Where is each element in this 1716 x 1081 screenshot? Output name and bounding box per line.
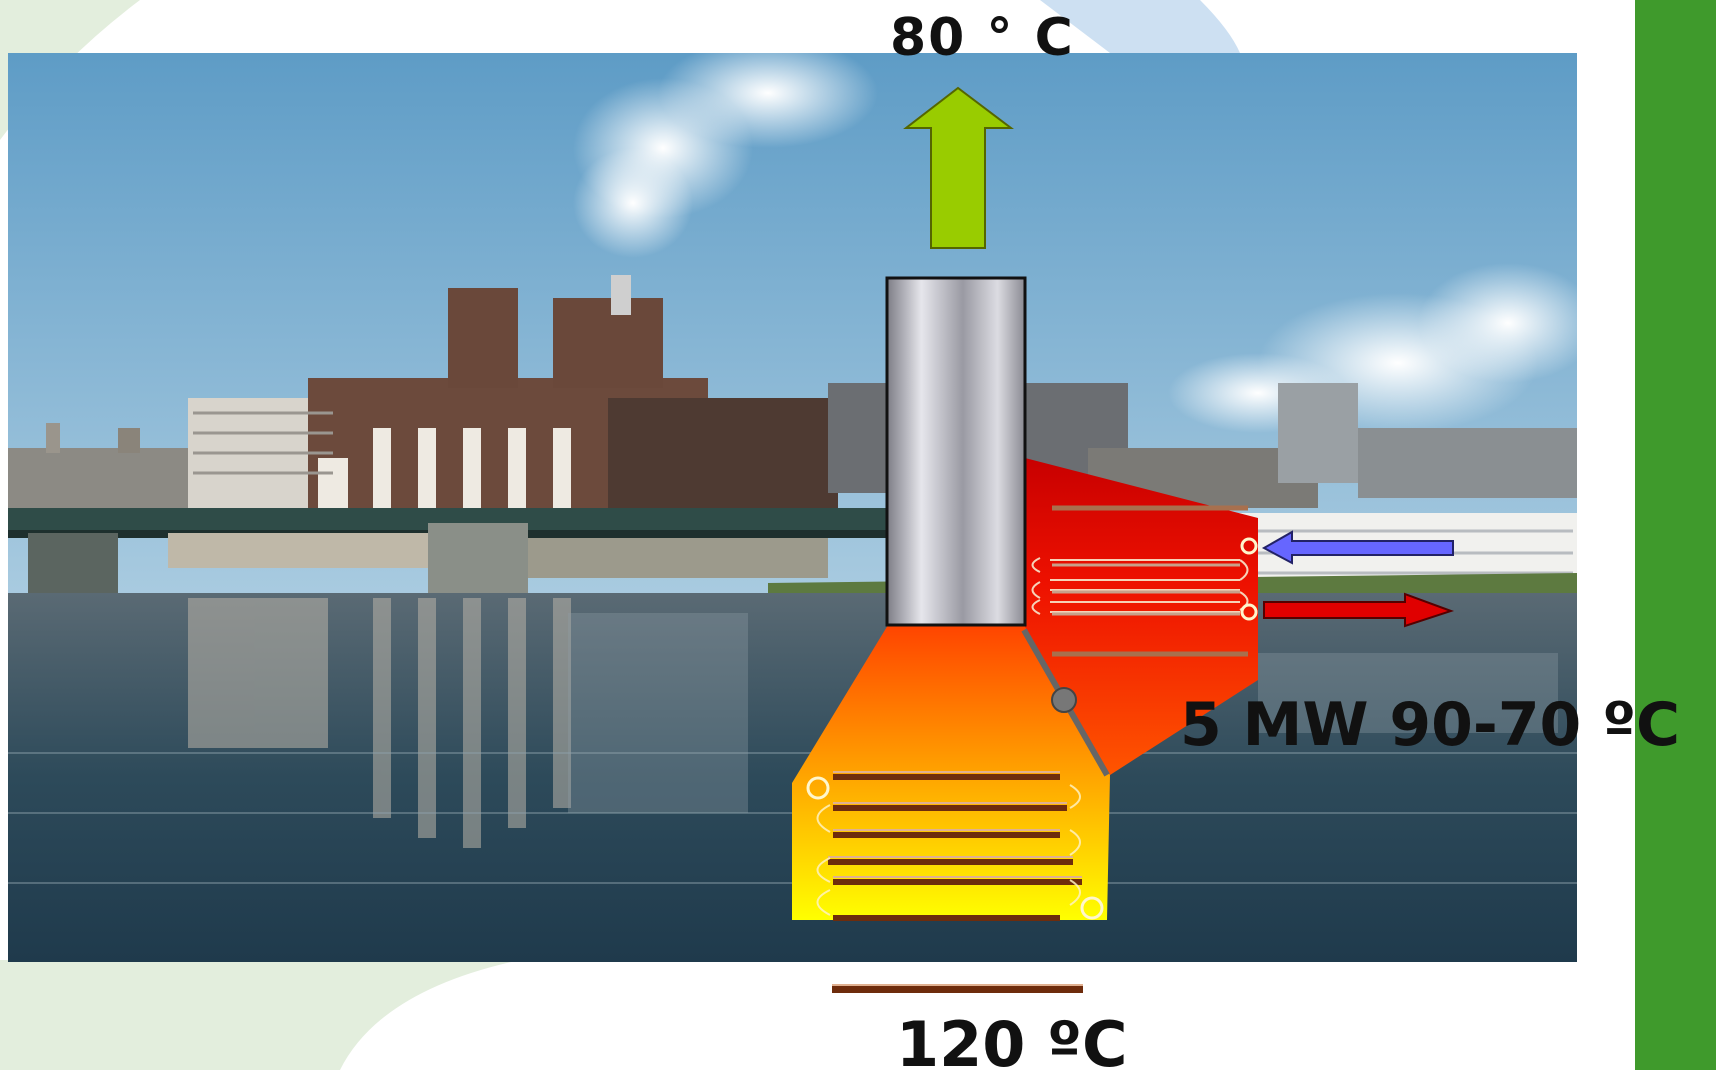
upper-exchanger-box <box>1024 458 1258 775</box>
arrow-right-icon <box>1263 592 1455 628</box>
heating-tube-legend <box>832 984 1083 993</box>
flue-gas-outlet-temperature: 80 ° C <box>890 8 1075 68</box>
flue-gas-inlet-temperature: 120 ºC <box>896 1008 1128 1081</box>
arrow-up-icon <box>903 86 1014 249</box>
lower-tube-bundle <box>806 771 1104 921</box>
arrow-left-icon <box>1261 530 1454 565</box>
heat-output-label: 5 MW 90-70 ºC <box>1180 690 1681 760</box>
upper-tube-bundle <box>1031 557 1249 615</box>
chimney <box>885 276 1027 627</box>
side-accent-bar <box>1635 0 1716 1070</box>
damper-valve <box>1021 628 1110 777</box>
